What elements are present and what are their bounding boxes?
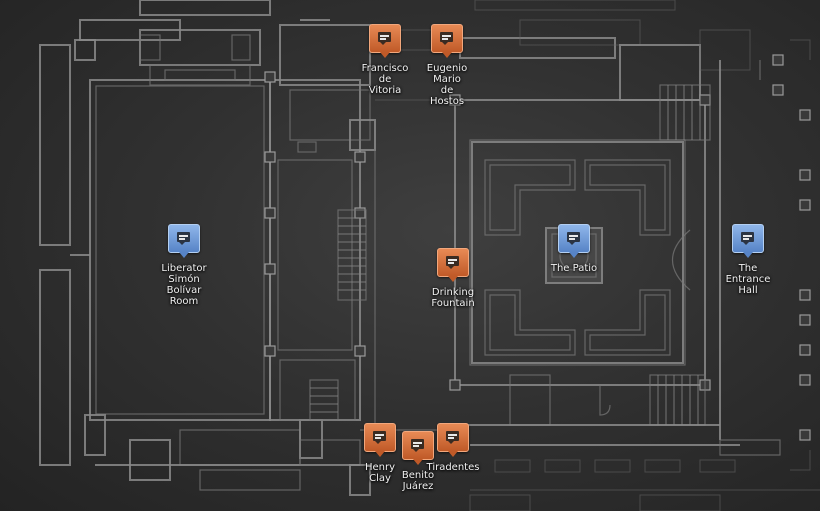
marker-tiradentes[interactable]: Tiradentes (418, 423, 488, 473)
marker-the-patio[interactable]: The Patio (539, 224, 609, 274)
marker-eugenio-mario-de-hostos[interactable]: Eugenio Mario de Hostos (412, 24, 482, 107)
marker-drinking-fountain[interactable]: Drinking Fountain (418, 248, 488, 309)
marker-label: Francisco de Vitoria (361, 63, 409, 96)
comment-icon[interactable] (558, 224, 590, 258)
marker-the-entrance-hall[interactable]: The Entrance Hall (713, 224, 783, 296)
marker-label: Liberator Simón Bolívar Room (161, 263, 207, 307)
marker-label: The Entrance Hall (725, 263, 771, 296)
comment-icon[interactable] (431, 24, 463, 58)
marker-francisco-de-vitoria[interactable]: Francisco de Vitoria (350, 24, 420, 96)
comment-icon[interactable] (369, 24, 401, 58)
comment-icon[interactable] (168, 224, 200, 258)
marker-label: The Patio (550, 263, 598, 274)
comment-icon[interactable] (437, 423, 469, 457)
comment-icon[interactable] (402, 431, 434, 465)
marker-label: Tiradentes (426, 462, 480, 473)
marker-liberator-simon-bolivar-room[interactable]: Liberator Simón Bolívar Room (149, 224, 219, 307)
comment-icon[interactable] (437, 248, 469, 282)
marker-henry-clay[interactable]: Henry Clay (345, 423, 415, 484)
marker-label: Henry Clay (364, 462, 396, 484)
comment-icon[interactable] (732, 224, 764, 258)
comment-icon[interactable] (364, 423, 396, 457)
marker-label: Eugenio Mario de Hostos (426, 63, 468, 107)
marker-benito-juarez[interactable]: Benito Juárez (383, 431, 453, 492)
marker-label: Benito Juárez (401, 470, 435, 492)
marker-label: Drinking Fountain (431, 287, 475, 309)
